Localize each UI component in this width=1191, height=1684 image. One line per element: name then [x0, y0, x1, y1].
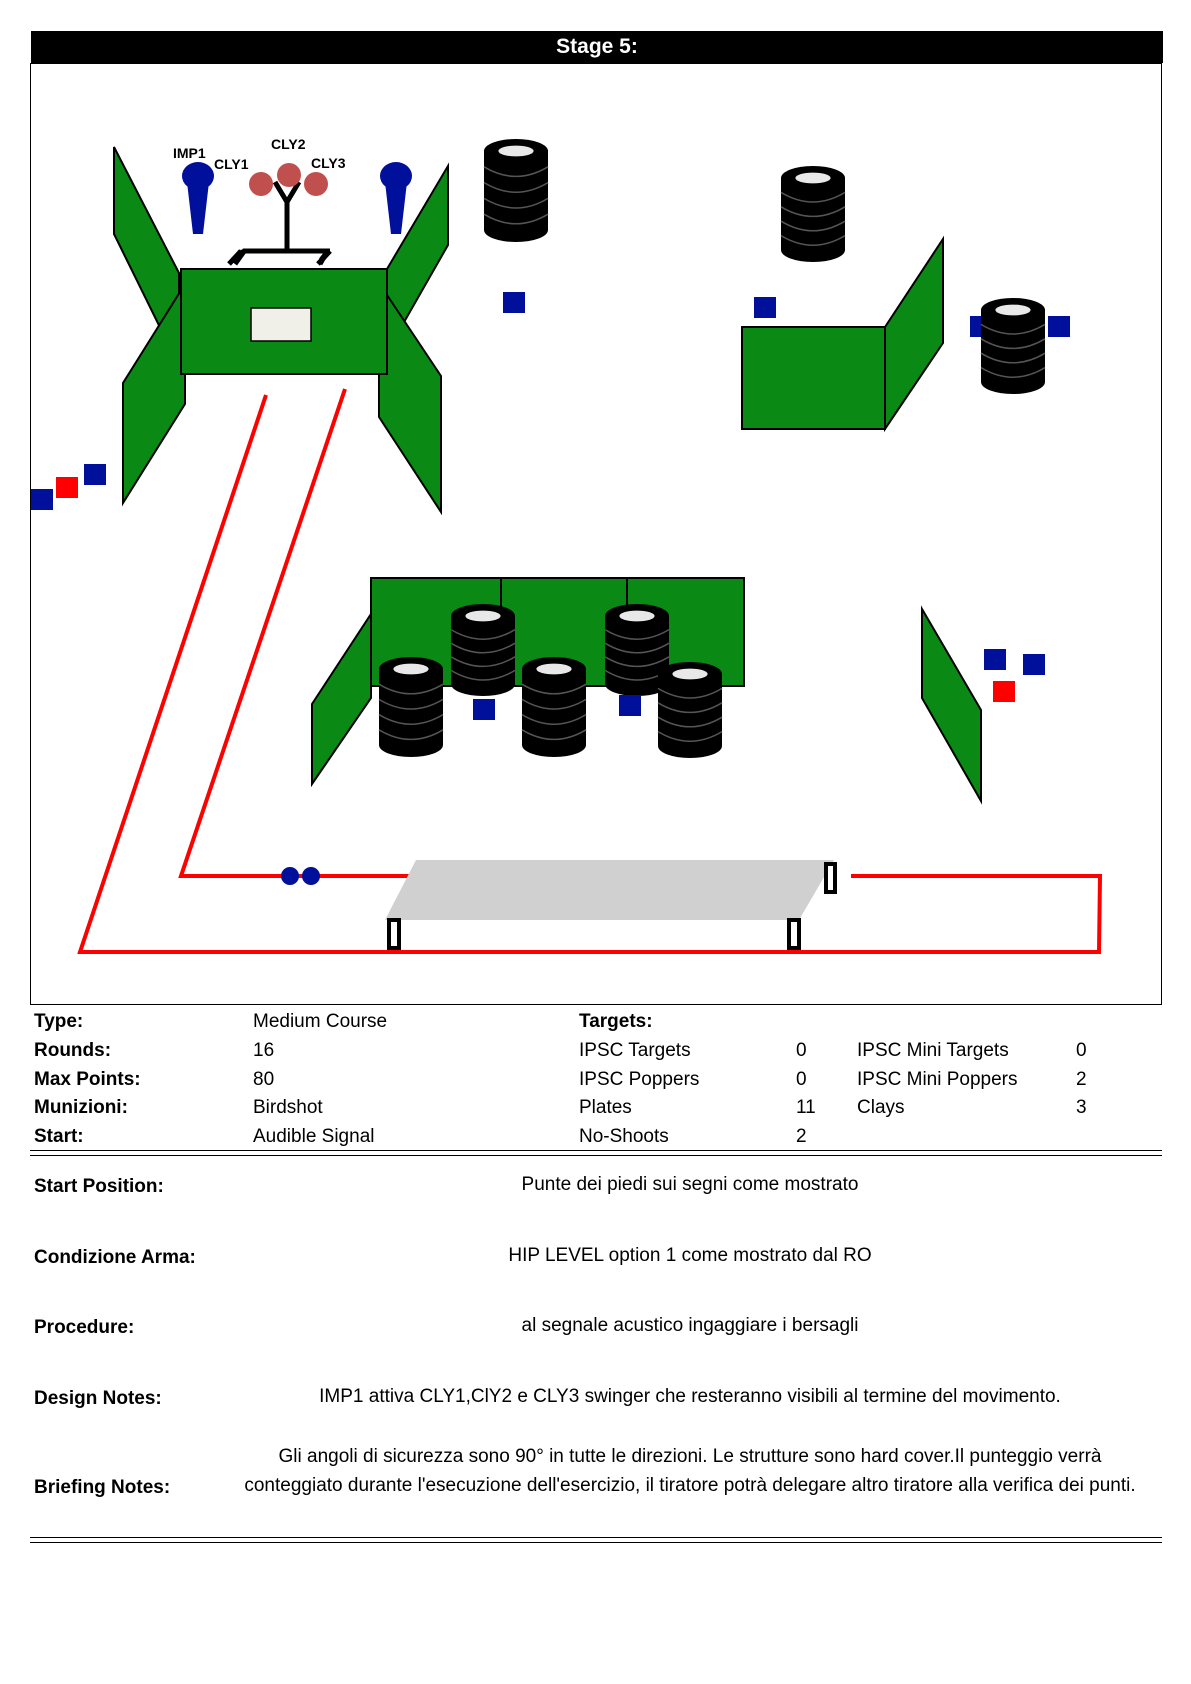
barrel-top-right-2: [980, 298, 1046, 394]
maxpoints-value: 80: [253, 1069, 275, 1090]
wall-center-side: [311, 610, 372, 788]
target-count: 11: [796, 1097, 816, 1118]
barrel-top-center: [483, 139, 549, 242]
port-window: [250, 307, 312, 342]
mini-target-name: IPSC Mini Poppers: [857, 1069, 1018, 1090]
plate-tr-4: [1048, 316, 1070, 337]
plate-tr-1: [754, 297, 776, 318]
barrel-center-3: [378, 657, 444, 757]
clay-cly3: [304, 172, 328, 196]
barrel-center-4: [521, 657, 587, 757]
popper-imp1: [182, 162, 214, 234]
noshoot-right: [993, 681, 1015, 702]
fault-line-outer: [77, 394, 1103, 954]
plate-center-2: [619, 695, 641, 716]
briefing-notes-label: Briefing Notes:: [34, 1477, 171, 1498]
wall-tl-lower-right: [378, 279, 442, 516]
briefing-notes-value: Gli angoli di sicurezza sono 90° in tutt…: [244, 1446, 1136, 1496]
targets-label: Targets:: [579, 1011, 653, 1032]
rounds-value: 16: [253, 1040, 275, 1061]
mini-target-name: Clays: [857, 1097, 905, 1118]
divider-top-1: [30, 1150, 1162, 1151]
structure-top-left: [113, 146, 449, 516]
fault-line-inner: [178, 388, 429, 878]
fault-lines: [77, 388, 1103, 954]
start-label: Start:: [34, 1126, 84, 1147]
type-label: Type:: [34, 1011, 84, 1032]
design-notes-label: Design Notes:: [34, 1388, 162, 1409]
clay-cly1: [249, 172, 273, 196]
barrel-top-right-1: [780, 166, 846, 262]
mini-target-name: IPSC Mini Targets: [857, 1040, 1009, 1061]
stage-diagram-svg: IMP1 CLY1 CLY2 CLY3: [31, 136, 1103, 954]
plate-left-1: [31, 489, 53, 510]
procedure-value: al segnale acustico ingaggiare i bersagl…: [521, 1315, 859, 1336]
target-count: 0: [796, 1069, 807, 1090]
rounds-label: Rounds:: [34, 1040, 112, 1061]
plate-left-2: [84, 464, 106, 485]
clay-cly2: [277, 163, 301, 187]
condizione-arma-label: Condizione Arma:: [34, 1247, 196, 1268]
design-notes-value: IMP1 attiva CLY1,ClY2 e CLY3 swinger che…: [319, 1386, 1061, 1407]
popper-imp2: [380, 162, 412, 234]
start-position-label: Start Position:: [34, 1176, 164, 1197]
foot-mark-left: [387, 918, 401, 950]
stage-title: Stage 5:: [31, 31, 1163, 63]
mini-popper-start-2: [302, 867, 320, 885]
stage-diagram: IMP1 CLY1 CLY2 CLY3: [30, 63, 1162, 1005]
mini-target-count: 3: [1076, 1097, 1087, 1118]
wall-tr-front: [741, 326, 886, 430]
condizione-arma-value: HIP LEVEL option 1 come mostrato dal RO: [508, 1245, 872, 1266]
label-imp1: IMP1: [173, 145, 206, 161]
label-cly2: CLY2: [271, 136, 306, 152]
barrel-center-5: [657, 662, 723, 758]
type-value: Medium Course: [253, 1011, 388, 1032]
divider-bottom-2: [30, 1542, 1162, 1543]
noshoot-left: [56, 477, 78, 498]
mini-target-count: 0: [1076, 1040, 1087, 1061]
target-name: Plates: [579, 1097, 632, 1118]
start-table: [385, 860, 834, 920]
plate-top-center: [503, 292, 525, 313]
maxpoints-label: Max Points:: [34, 1069, 141, 1090]
label-cly1: CLY1: [214, 156, 249, 172]
munizioni-label: Munizioni:: [34, 1097, 128, 1118]
mini-popper-start-1: [281, 867, 299, 885]
divider-top-2: [30, 1155, 1162, 1156]
target-name: IPSC Poppers: [579, 1069, 700, 1090]
plate-right-1: [984, 649, 1006, 670]
target-name: No-Shoots: [579, 1126, 669, 1147]
munizioni-value: Birdshot: [253, 1097, 323, 1118]
target-count: 2: [796, 1126, 807, 1147]
target-count: 0: [796, 1040, 807, 1061]
barrel-center-1: [450, 604, 516, 696]
start-position-value: Punte dei piedi sui segni come mostrato: [521, 1174, 859, 1195]
start-value: Audible Signal: [253, 1126, 375, 1147]
procedure-label: Procedure:: [34, 1317, 135, 1338]
clay-swinger: [227, 163, 332, 266]
barrel-center-2: [604, 604, 670, 696]
foot-mark-center: [787, 918, 801, 950]
wall-tl-lower-left: [122, 280, 186, 507]
wall-tr-side: [884, 235, 944, 433]
wall-right: [921, 605, 982, 805]
plate-right-2: [1023, 654, 1045, 675]
divider-bottom-1: [30, 1537, 1162, 1538]
foot-mark-right: [824, 862, 837, 894]
label-cly3: CLY3: [311, 155, 346, 171]
plate-center-1: [473, 699, 495, 720]
mini-target-count: 2: [1076, 1069, 1087, 1090]
target-name: IPSC Targets: [579, 1040, 691, 1061]
